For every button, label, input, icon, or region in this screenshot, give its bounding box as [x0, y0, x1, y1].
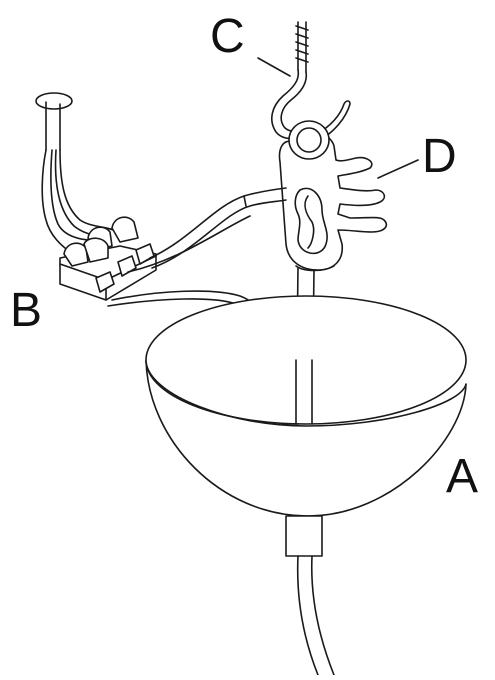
label-b: B	[10, 284, 42, 337]
cord-grip	[286, 516, 334, 675]
leader-line-d	[378, 160, 418, 178]
label-c: C	[210, 10, 245, 63]
chain-link-plate	[280, 121, 387, 271]
label-a: A	[446, 450, 478, 503]
leader-line-c	[258, 58, 290, 76]
label-d: D	[422, 130, 457, 183]
ceiling-canopy	[146, 296, 466, 516]
terminal-block	[60, 217, 156, 300]
